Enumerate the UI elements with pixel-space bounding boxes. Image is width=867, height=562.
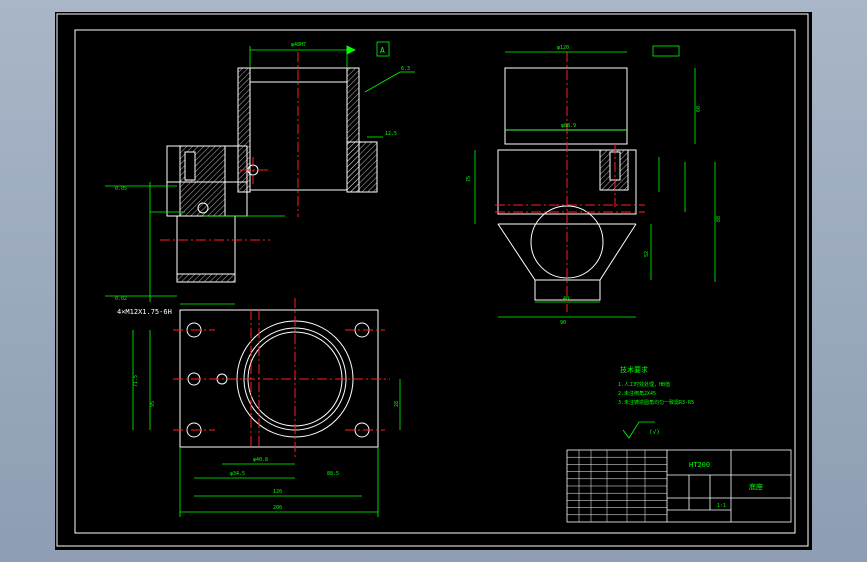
dim-plan-h3: 28: [394, 401, 400, 407]
hole-note: 4×M12X1.75-6H: [117, 308, 172, 316]
title-scale: 1:1: [717, 503, 726, 509]
side-centerlines: [495, 52, 645, 312]
dim-plan-total: 200: [273, 505, 282, 511]
inner-frame: [74, 29, 796, 534]
cad-drawing: φ48H7 A 6.3 12.5 0.05 0.02 4×M12X1.75-6H: [56, 13, 809, 547]
dim-right-total: 88: [716, 216, 722, 222]
front-dimensions: [105, 41, 415, 305]
tech-line-2: 2.未注倒角2X45: [618, 390, 656, 397]
outer-frame: [56, 13, 809, 547]
dim-right-left: 75: [466, 176, 472, 182]
title-part-name: 底座: [749, 482, 763, 491]
tolerance-frame-1: 0.05: [115, 186, 127, 192]
roughness-label-1: 6.3: [401, 66, 410, 72]
dim-plan-h2: 95: [150, 401, 156, 407]
dim-right-top: φ120: [557, 45, 569, 51]
title-material: HT200: [689, 461, 710, 469]
dim-plan-w4: 88.5: [327, 471, 339, 477]
roughness-symbol: [622, 421, 655, 439]
front-centerlines: [160, 52, 299, 241]
title-block-grid: [567, 450, 667, 522]
dim-plan-w1: φ34.5: [230, 471, 245, 477]
dim-plan-w2: φ40.8: [253, 457, 268, 463]
dim-top-dia: φ48H7: [291, 42, 306, 48]
dim-right-mid: 52: [644, 251, 650, 257]
dim-right-base: 90: [560, 320, 566, 326]
side-dimensions: [474, 45, 716, 318]
dim-right-height: 60: [696, 106, 702, 112]
tech-line-3: 3.未注铸造圆角均匀一致需R3-R5: [618, 399, 694, 406]
tech-title: 技术要求: [620, 365, 648, 374]
drawing-sheet: φ48H7 A 6.3 12.5 0.05 0.02 4×M12X1.75-6H: [55, 12, 812, 550]
front-section-view: [166, 67, 378, 283]
dim-right-width: φ88.9: [561, 123, 576, 129]
roughness-label-2: 12.5: [385, 131, 397, 137]
datum-label: A: [380, 46, 385, 55]
tech-line-1: 1.人工时效处理，HB值: [618, 381, 670, 388]
dim-plan-w3: 120: [273, 489, 282, 495]
tolerance-frame-2: 0.02: [115, 296, 127, 302]
roughness-note: (√): [649, 429, 660, 436]
dim-plan-h1: 71.5: [133, 375, 139, 387]
dim-right-bot: 40: [563, 296, 569, 302]
plan-centerlines: [173, 298, 390, 460]
plan-dimensions: [132, 330, 401, 517]
